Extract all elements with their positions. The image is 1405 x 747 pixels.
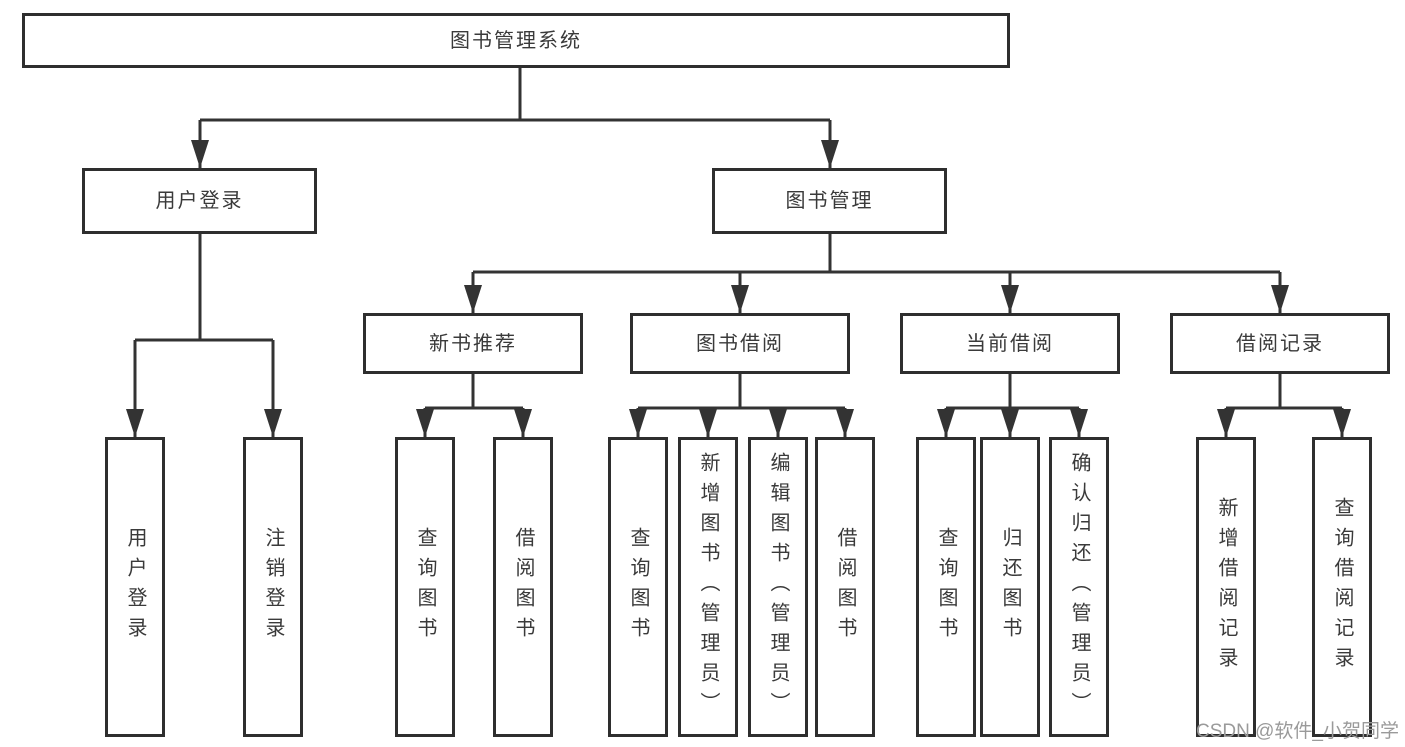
csdn-watermark: CSDN @软件_小贺同学	[1196, 721, 1399, 742]
leaf-query-borrow-record: 查询借阅记录	[1312, 437, 1372, 737]
leaf-query-books-borrowing: 查询图书	[608, 437, 668, 737]
leaf-add-book-admin: 新增图书（管理员）	[678, 437, 738, 737]
leaf-return-books: 归还图书	[980, 437, 1040, 737]
node-current-borrowing: 当前借阅	[900, 313, 1120, 374]
leaf-borrow-books-recommend: 借阅图书	[493, 437, 553, 737]
node-new-book-recommend: 新书推荐	[363, 313, 583, 374]
node-user-login: 用户登录	[82, 168, 317, 234]
leaf-user-login: 用户登录	[105, 437, 165, 737]
node-book-management: 图书管理	[712, 168, 947, 234]
arrowheads	[126, 140, 1351, 437]
leaf-edit-book-admin: 编辑图书（管理员）	[748, 437, 808, 737]
leaf-borrow-books-borrowing: 借阅图书	[815, 437, 875, 737]
leaf-confirm-return-admin: 确认归还（管理员）	[1049, 437, 1109, 737]
leaf-add-borrow-record: 新增借阅记录	[1196, 437, 1256, 737]
leaf-query-books-current: 查询图书	[916, 437, 976, 737]
node-book-borrowing: 图书借阅	[630, 313, 850, 374]
node-borrowing-records: 借阅记录	[1170, 313, 1390, 374]
leaf-query-books-recommend: 查询图书	[395, 437, 455, 737]
node-library-system-root: 图书管理系统	[22, 13, 1010, 68]
leaf-logout: 注销登录	[243, 437, 303, 737]
